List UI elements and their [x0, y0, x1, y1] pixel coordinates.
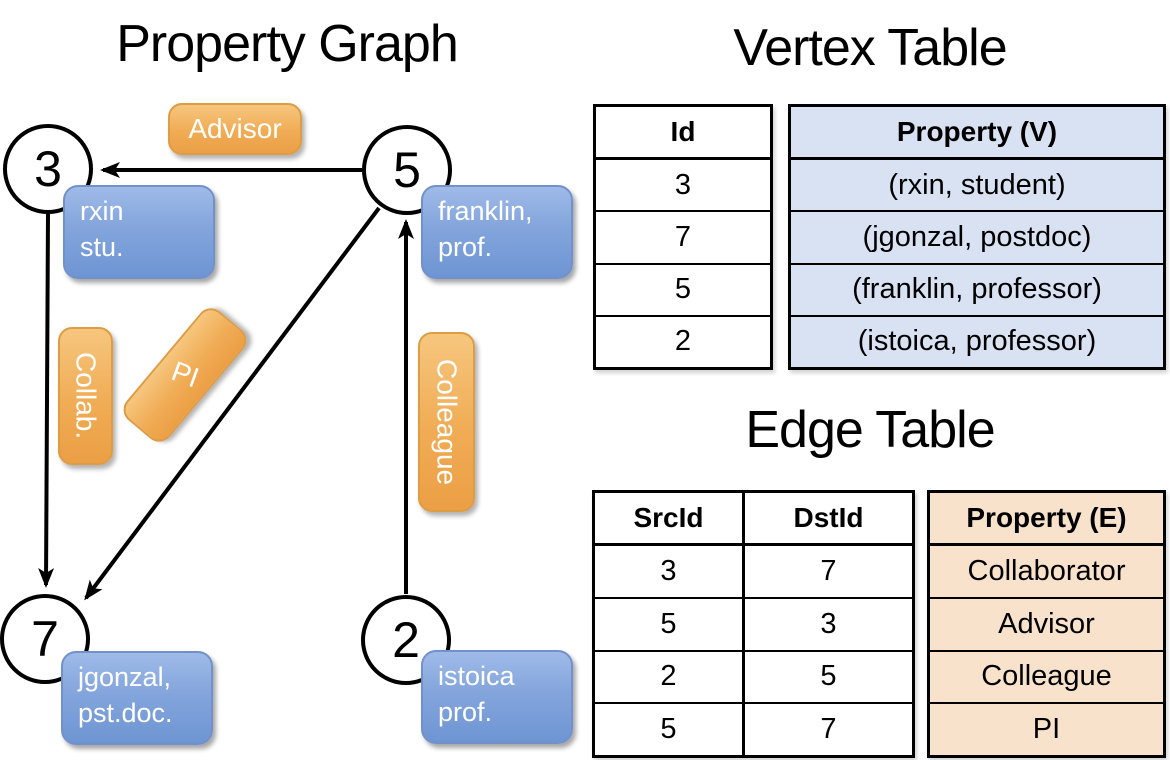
- edge-row-property: PI: [1032, 713, 1061, 746]
- node-2-id: 2: [392, 612, 420, 668]
- edge-row-src: 2: [595, 651, 745, 703]
- node-2-property-line2: prof.: [438, 697, 493, 727]
- edge-label-colleague: Colleague: [418, 332, 475, 512]
- vertex-row-id: 2: [674, 325, 692, 358]
- vertex-row-id: 7: [674, 220, 692, 253]
- edge-row-dst: 7: [820, 554, 837, 587]
- edge-row-property: Collaborator: [967, 554, 1126, 587]
- edge-col-property-header: Property (E): [966, 502, 1127, 533]
- graph-node-5: 5: [362, 125, 452, 215]
- property-graph-title: Property Graph: [116, 15, 459, 73]
- node-3-id: 3: [34, 141, 62, 197]
- edge-row-dst: 3: [820, 607, 837, 640]
- edge-label-pi-text: PI: [167, 355, 203, 394]
- edge-row-src: 5: [595, 704, 745, 755]
- node-5-property-box: franklin, prof.: [421, 185, 573, 279]
- node-5-property-line2: prof.: [438, 232, 493, 262]
- edge-label-colleague-text: Colleague: [431, 358, 463, 486]
- edge-label-collab: Collab.: [58, 327, 113, 465]
- edge-pi-arrow: [84, 206, 381, 601]
- edge-row-dst: 5: [820, 660, 837, 693]
- vertex-row-property: (jgonzal, postdoc): [862, 220, 1092, 253]
- vertex-col-id-header: Id: [670, 116, 696, 147]
- vertex-row-id: 5: [674, 273, 692, 306]
- graph-node-2: 2: [361, 595, 451, 685]
- node-5-id: 5: [393, 142, 421, 198]
- node-3-property-line1: rxin: [80, 196, 124, 226]
- edge-col-dst-header: DstId: [793, 502, 864, 533]
- edge-label-advisor: Advisor: [168, 103, 302, 155]
- node-7-property-box: jgonzal, pst.doc.: [61, 651, 213, 745]
- edge-row-src: 5: [595, 598, 745, 650]
- node-2-property-box: istoica prof.: [421, 650, 573, 744]
- node-3-property-line2: stu.: [80, 232, 124, 262]
- edge-row-src: 3: [595, 546, 745, 597]
- edge-row-property: Advisor: [998, 607, 1095, 640]
- edge-collab-arrow: [38, 213, 55, 588]
- vertex-table-title: Vertex Table: [733, 19, 1007, 77]
- edge-table-src-dst-columns: SrcId DstId 3 7 5 3 2 5 5 7: [592, 490, 915, 758]
- node-7-property-line2: pst.doc.: [78, 698, 173, 728]
- vertex-row-id: 3: [674, 168, 692, 201]
- node-3-property-box: rxin stu.: [63, 185, 215, 279]
- edge-table-property-column: Property (E) Collaborator Advisor Collea…: [927, 490, 1166, 758]
- edge-label-advisor-text: Advisor: [188, 113, 282, 144]
- graph-edges-layer: [38, 162, 414, 601]
- edge-col-src-header: SrcId: [595, 493, 745, 543]
- edge-row-dst: 7: [820, 713, 837, 746]
- vertex-row-property: (franklin, professor): [852, 273, 1102, 306]
- node-2-property-line1: istoica: [438, 661, 515, 691]
- vertex-table-id-column: Id 3 7 5 2: [593, 104, 773, 370]
- vertex-table-property-column: Property (V) (rxin, student) (jgonzal, p…: [788, 104, 1166, 370]
- node-7-id: 7: [31, 611, 59, 667]
- node-7-property-line1: jgonzal,: [78, 662, 172, 692]
- edge-row-property: Colleague: [981, 660, 1112, 693]
- edge-label-collab-text: Collab.: [70, 352, 102, 440]
- vertex-col-property-header: Property (V): [896, 116, 1058, 147]
- edge-table-title: Edge Table: [745, 401, 995, 459]
- vertex-row-property: (rxin, student): [888, 168, 1066, 201]
- node-5-property-line1: franklin,: [438, 196, 533, 226]
- vertex-row-property: (istoica, professor): [857, 325, 1097, 358]
